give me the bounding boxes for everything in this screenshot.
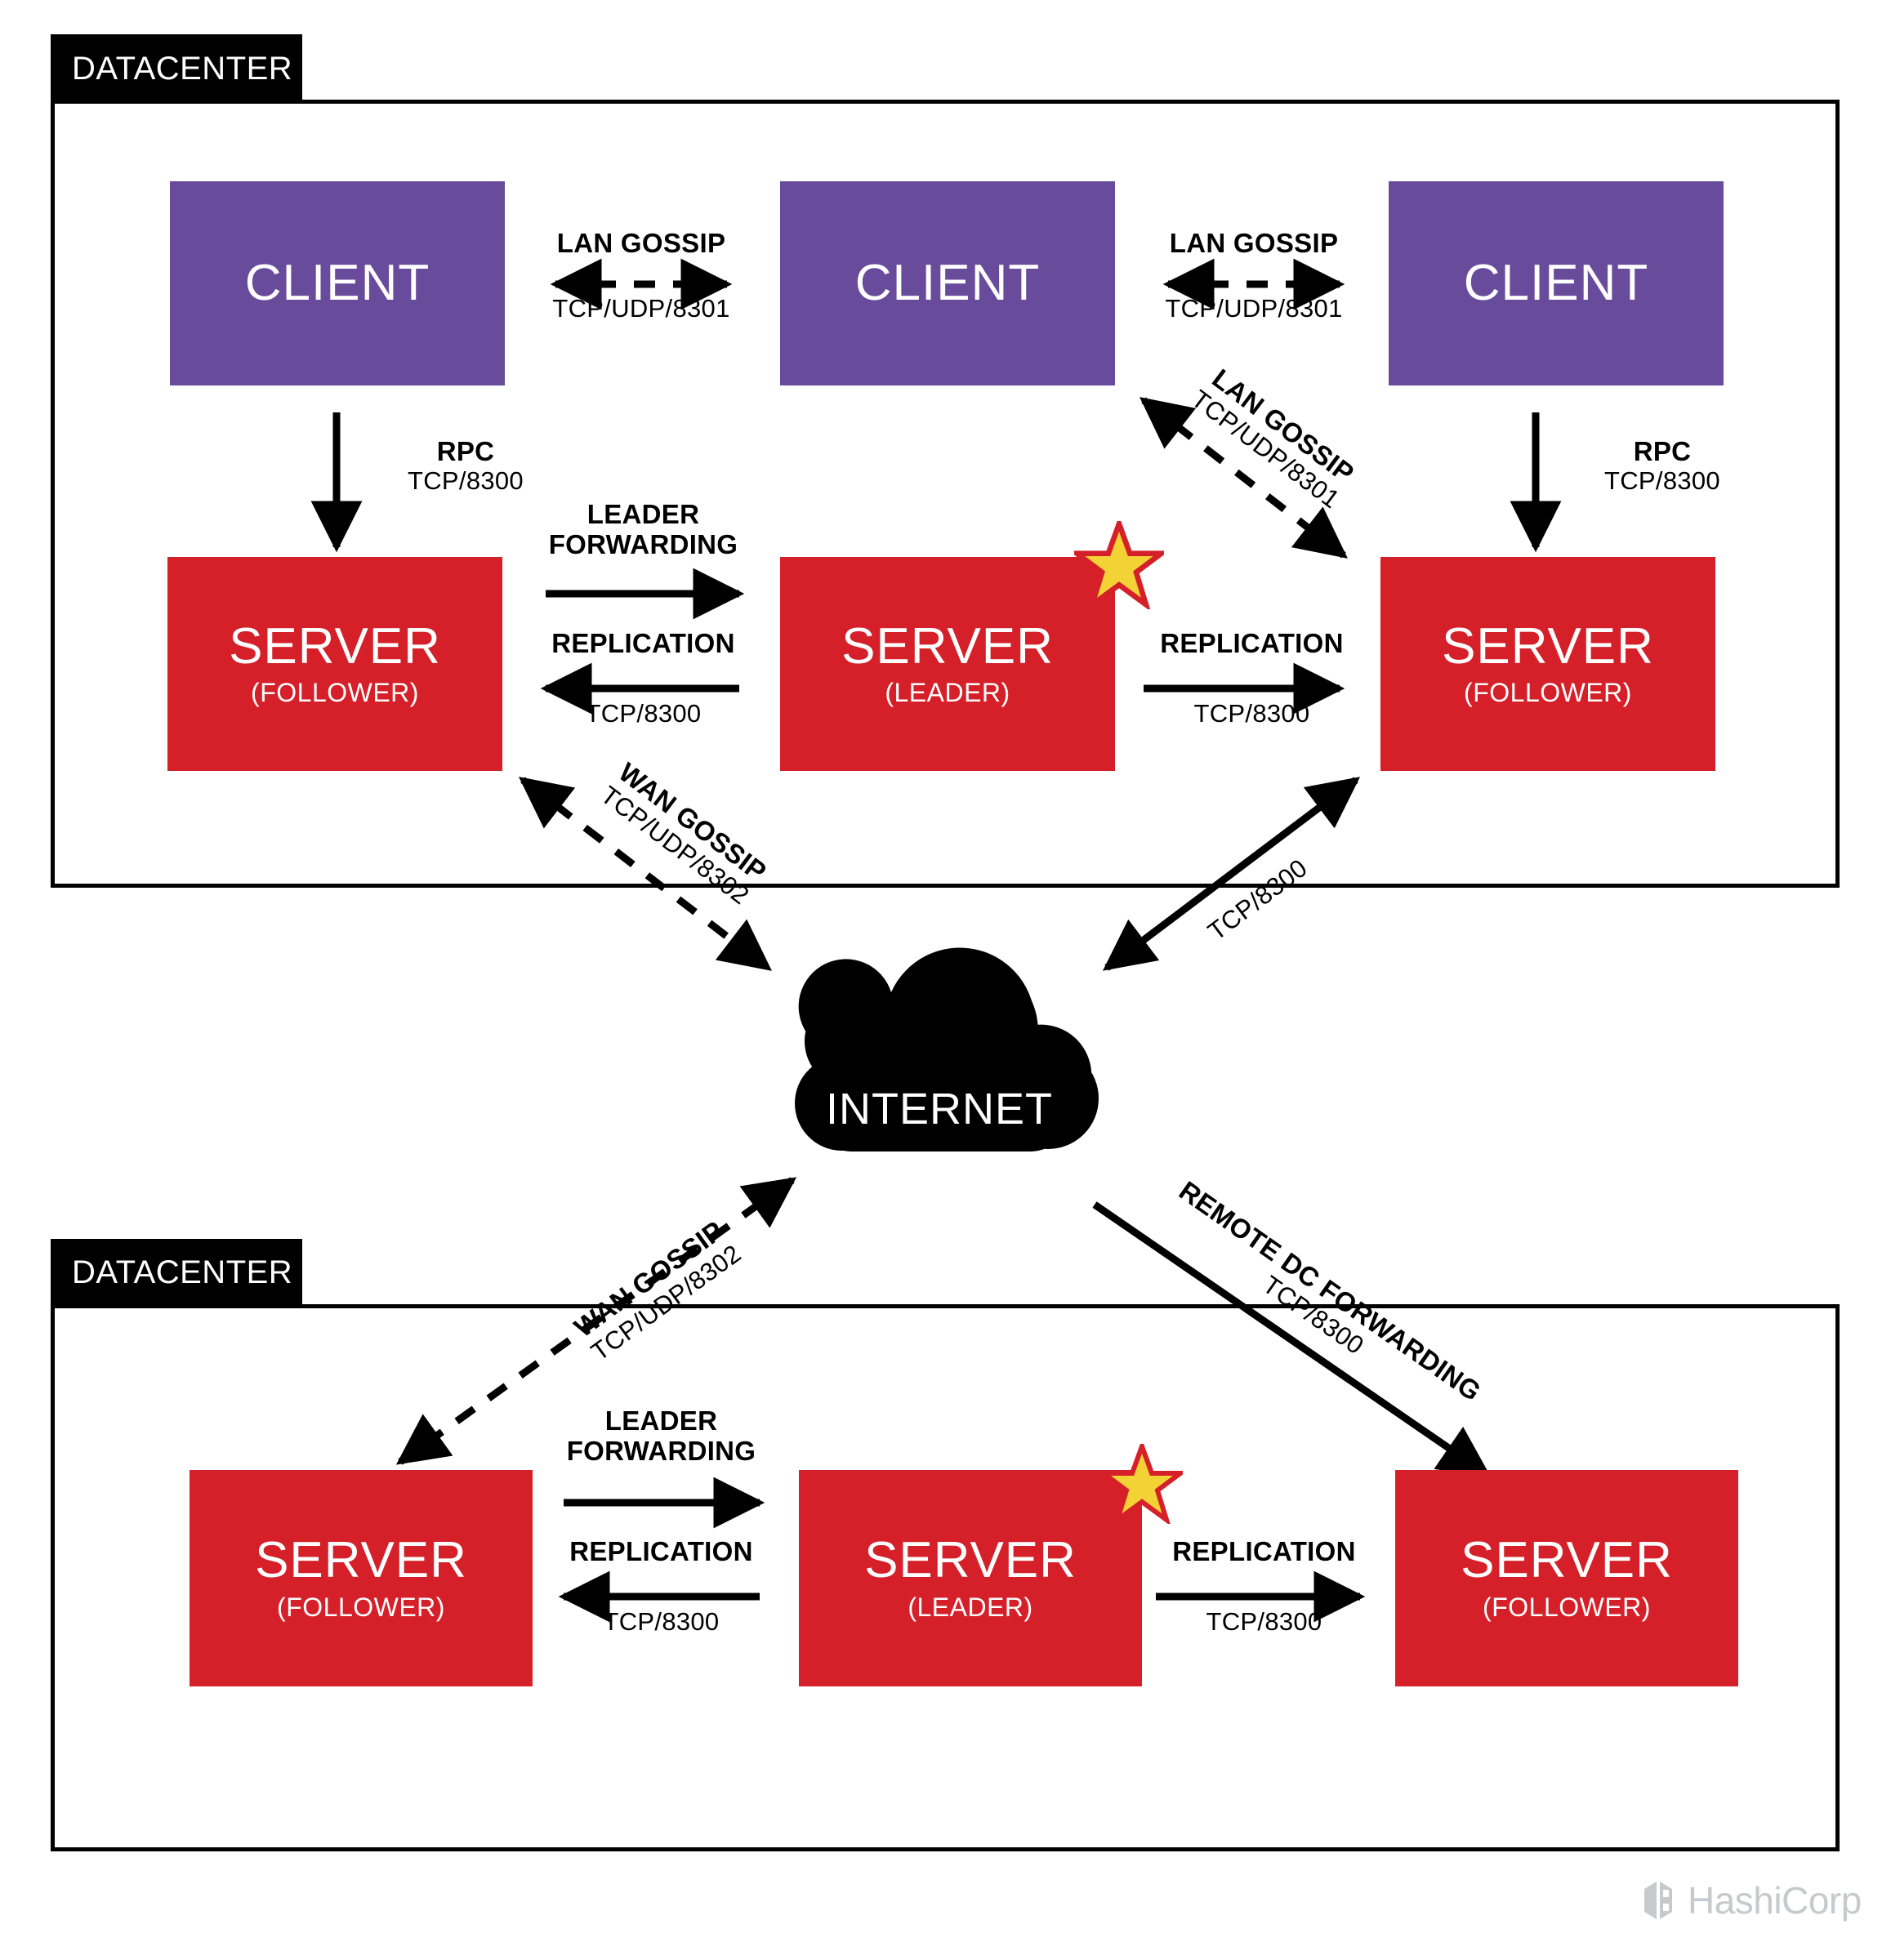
hashicorp-logo: HashiCorp (1642, 1878, 1862, 1922)
dc2-server-leader[interactable]: SERVER (LEADER) (799, 1470, 1142, 1686)
label-replication-dc2-right-port: TCP/8300 (1206, 1606, 1322, 1636)
label-replication-dc1-right-port: TCP/8300 (1193, 698, 1310, 728)
label-rpc-left: RPC TCP/8300 (359, 436, 572, 496)
client-node-1-title: CLIENT (244, 255, 430, 312)
dc2-server-follower-left-role: (FOLLOWER) (277, 1592, 445, 1622)
label-replication-dc2-right: REPLICATION TCP/8300 (1144, 1536, 1385, 1637)
label-replication-dc1-left-head: REPLICATION (551, 628, 735, 658)
label-replication-dc1-left-port: TCP/8300 (585, 698, 702, 728)
datacenter-1-frame (51, 100, 1840, 888)
client-node-3[interactable]: CLIENT (1389, 181, 1724, 385)
dc2-leader-star-icon (1101, 1444, 1183, 1524)
client-node-2[interactable]: CLIENT (780, 181, 1115, 385)
hashicorp-mark-icon (1644, 1882, 1672, 1919)
dc1-server-follower-right[interactable]: SERVER (FOLLOWER) (1380, 557, 1715, 771)
label-lan-gossip-c1-c2-head: LAN GOSSIP (556, 228, 726, 258)
client-node-2-title: CLIENT (854, 255, 1041, 312)
label-replication-dc2-left-head: REPLICATION (569, 1536, 753, 1566)
dc1-server-follower-left[interactable]: SERVER (FOLLOWER) (167, 557, 502, 771)
datacenter-2-frame (51, 1304, 1840, 1851)
datacenter-2-tab: DATACENTER 2 (51, 1239, 320, 1306)
label-replication-dc2-left-port: TCP/8300 (603, 1606, 720, 1636)
label-replication-dc1-right: REPLICATION TCP/8300 (1131, 628, 1372, 728)
client-node-1[interactable]: CLIENT (170, 181, 505, 385)
dc2-server-follower-right-role: (FOLLOWER) (1483, 1592, 1651, 1622)
label-lan-gossip-c1-c2-port: TCP/UDP/8301 (552, 293, 730, 323)
dc1-leader-star-icon (1074, 521, 1164, 609)
dc1-server-leader-role: (LEADER) (885, 678, 1010, 708)
datacenter-1-tab: DATACENTER 1 (51, 34, 320, 103)
internet-cloud-label: INTERNET (826, 1085, 1053, 1134)
dc2-server-leader-title: SERVER (864, 1532, 1077, 1589)
label-lan-gossip-c2-c3: LAN GOSSIP TCP/UDP/8301 (1123, 228, 1385, 323)
datacenter-1-label: DATACENTER 1 (72, 50, 321, 87)
label-replication-dc1-right-head: REPLICATION (1160, 628, 1344, 658)
dc1-server-follower-right-role: (FOLLOWER) (1464, 678, 1632, 708)
label-rpc-left-port: TCP/8300 (408, 466, 524, 495)
dc2-server-follower-left-title: SERVER (255, 1532, 467, 1589)
dc1-server-leader-title: SERVER (841, 617, 1054, 675)
label-lan-gossip-c1-c2: LAN GOSSIP TCP/UDP/8301 (511, 228, 772, 323)
label-lan-gossip-c2-c3-head: LAN GOSSIP (1169, 228, 1339, 258)
dc1-server-follower-left-role: (FOLLOWER) (251, 678, 419, 708)
dc1-server-leader[interactable]: SERVER (LEADER) (780, 557, 1115, 771)
label-leader-forwarding-dc2: LEADER FORWARDING (541, 1405, 782, 1467)
dc1-server-follower-right-title: SERVER (1442, 617, 1654, 675)
cloud-icon (795, 947, 1099, 1152)
label-rpc-right-port: TCP/8300 (1604, 466, 1720, 495)
dc2-server-follower-left[interactable]: SERVER (FOLLOWER) (190, 1470, 533, 1686)
hashicorp-wordmark: HashiCorp (1688, 1879, 1862, 1922)
dc1-server-follower-left-title: SERVER (229, 617, 441, 675)
label-replication-dc2-right-head: REPLICATION (1172, 1536, 1356, 1566)
label-leader-forwarding-dc1: LEADER FORWARDING (523, 499, 764, 560)
label-replication-dc1-left: REPLICATION TCP/8300 (523, 628, 764, 728)
label-rpc-right-head: RPC (1633, 436, 1692, 466)
dc2-server-follower-right-title: SERVER (1461, 1532, 1673, 1589)
datacenter-2-label: DATACENTER 2 (72, 1254, 321, 1290)
label-lan-gossip-c2-c3-port: TCP/UDP/8301 (1165, 293, 1343, 323)
dc2-server-follower-right[interactable]: SERVER (FOLLOWER) (1395, 1470, 1738, 1686)
label-leader-forwarding-dc2-head: LEADER FORWARDING (566, 1405, 756, 1466)
client-node-3-title: CLIENT (1463, 255, 1649, 312)
internet-cloud: INTERNET (764, 943, 1115, 1188)
dc2-server-leader-role: (LEADER) (908, 1592, 1033, 1622)
label-rpc-right: RPC TCP/8300 (1556, 436, 1768, 496)
label-leader-forwarding-dc1-head: LEADER FORWARDING (548, 499, 738, 559)
label-replication-dc2-left: REPLICATION TCP/8300 (541, 1536, 782, 1637)
label-rpc-left-head: RPC (436, 436, 495, 466)
